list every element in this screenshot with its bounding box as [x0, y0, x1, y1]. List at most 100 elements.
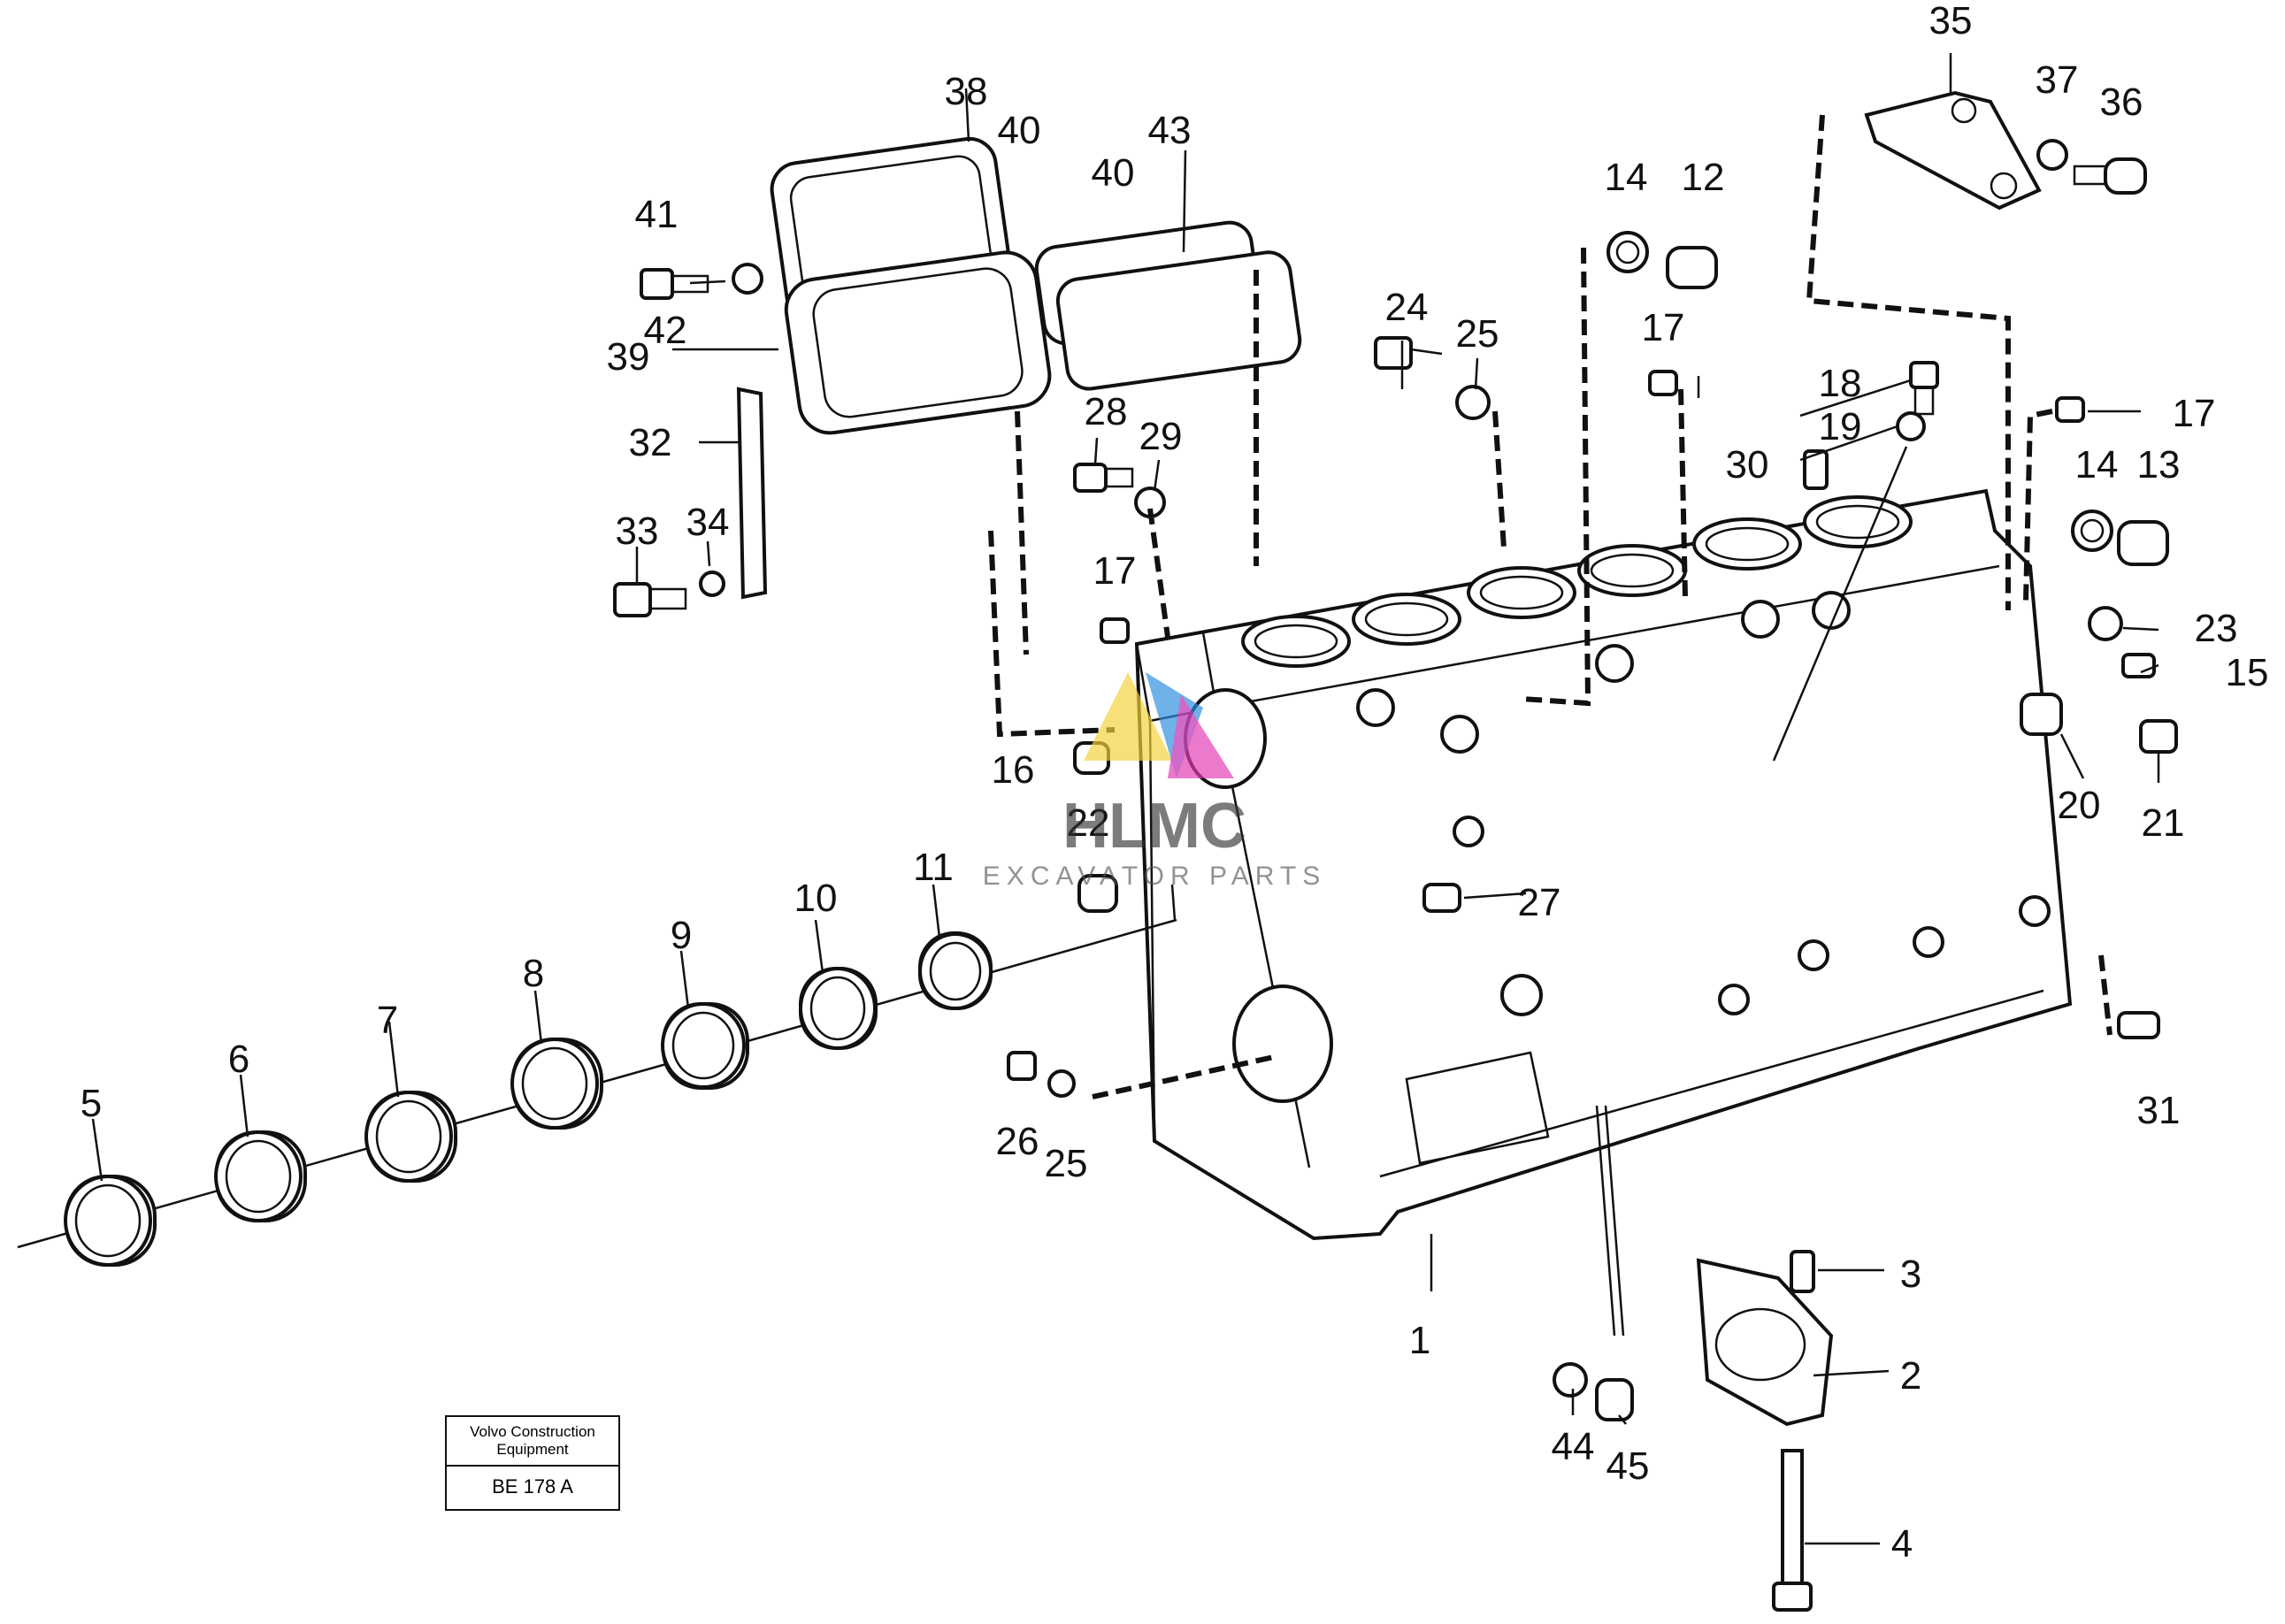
caption-box: Volvo Construction Equipment BE 178 A [445, 1415, 620, 1511]
bolt-18 [1909, 361, 1939, 416]
callout-38: 38 [945, 70, 988, 113]
callout-36: 36 [2100, 80, 2143, 124]
callout-12: 12 [1682, 156, 1725, 199]
callout-27: 27 [1518, 881, 1561, 924]
callout-7: 7 [377, 999, 398, 1042]
callout-25a: 25 [1456, 312, 1499, 356]
watermark: HLMC EXCAVATOR PARTS [983, 672, 1320, 891]
bolt-28 [1073, 463, 1134, 493]
cylinder-block [1134, 488, 2073, 1241]
small-parts [613, 90, 2178, 1612]
bracket-35 [1864, 90, 2042, 211]
bolt-26 [1007, 1051, 1037, 1081]
bearing-6 [214, 1130, 307, 1222]
callout-31: 31 [2137, 1089, 2181, 1132]
callout-30: 30 [1726, 443, 1769, 486]
caption-code: BE 178 A [492, 1475, 573, 1498]
callout-40b: 40 [1092, 151, 1135, 195]
plug-12 [1666, 246, 1718, 289]
pin-3 [1790, 1250, 1815, 1293]
callout-17c: 17 [1093, 549, 1137, 593]
dipstick-tube [1595, 1105, 1625, 1337]
callout-15: 15 [2226, 651, 2269, 694]
bearing-7 [364, 1091, 457, 1183]
pin-30 [1803, 449, 1829, 490]
callout-32: 32 [629, 421, 672, 464]
sensor-24 [1374, 336, 1443, 370]
callout-17a: 17 [1642, 306, 1685, 349]
plug-17c [2055, 396, 2085, 423]
callout-6: 6 [228, 1038, 249, 1081]
callout-20: 20 [2058, 784, 2101, 827]
callout-40a: 40 [998, 109, 1041, 152]
assembly-lines [988, 114, 2112, 1099]
callout-33: 33 [616, 509, 659, 553]
callout-10: 10 [794, 877, 838, 920]
callout-3: 3 [1900, 1252, 1921, 1296]
washer-34 [699, 571, 725, 597]
callout-28: 28 [1085, 390, 1128, 433]
plug-27 [1422, 883, 1461, 913]
callout-14b: 14 [2075, 443, 2119, 486]
callout-19: 19 [1819, 405, 1862, 448]
callout-13: 13 [2137, 443, 2181, 486]
callout-14a: 14 [1605, 156, 1648, 199]
callout-8: 8 [523, 952, 544, 995]
callout-22: 22 [1067, 801, 1110, 845]
watermark-logo [1084, 672, 1234, 778]
callout-44: 44 [1552, 1425, 1595, 1468]
pin-31 [2117, 1011, 2160, 1039]
callout-2: 2 [1900, 1354, 1921, 1398]
washer-37 [2036, 139, 2068, 171]
seal-14 [1606, 231, 1649, 273]
caption-manufacturer: Volvo Construction Equipment [447, 1417, 618, 1467]
washer-44 [1553, 1362, 1588, 1398]
bolt-36 [2073, 157, 2147, 195]
camshaft-bearings [17, 918, 1177, 1267]
callout-29: 29 [1139, 415, 1183, 458]
seal-14b [2071, 509, 2113, 552]
callout-18: 18 [1819, 362, 1862, 405]
bracket-32 [736, 387, 768, 600]
bearing-9 [661, 1002, 749, 1090]
callout-26: 26 [996, 1120, 1039, 1163]
plug-45 [1595, 1378, 1634, 1421]
callout-39: 39 [607, 335, 650, 379]
callout-43: 43 [1148, 109, 1192, 152]
leader-lines [91, 53, 2160, 1545]
callout-4: 4 [1891, 1522, 1913, 1566]
bolt-41 [640, 268, 709, 300]
callout-23: 23 [2195, 607, 2238, 650]
bolt-33 [613, 582, 687, 617]
callout-5: 5 [81, 1082, 102, 1125]
seal-23 [2088, 606, 2123, 641]
plug-20 [2020, 693, 2063, 736]
bolt-4 [1772, 1449, 1813, 1612]
washer-25a [1455, 385, 1491, 420]
valve-21 [2139, 719, 2178, 754]
callout-numbers: 1 2 3 4 5 6 7 8 9 10 11 12 13 14 14 15 1… [81, 0, 2269, 1566]
callout-41: 41 [635, 193, 679, 236]
washer-25b [1047, 1069, 1076, 1098]
washer-42 [732, 263, 763, 295]
main-bearing-cap-2 [1696, 1258, 1834, 1427]
plug-22 [1077, 874, 1118, 913]
callout-11: 11 [913, 846, 954, 889]
side-covers [770, 136, 1302, 435]
plug-13 [2117, 520, 2169, 566]
callout-24: 24 [1385, 286, 1429, 329]
callout-37: 37 [2036, 58, 2079, 102]
callout-21: 21 [2142, 801, 2185, 845]
callout-17b: 17 [2173, 392, 2216, 435]
bearing-5 [64, 1175, 157, 1267]
callout-25b: 25 [1045, 1142, 1088, 1185]
plug-17a [1648, 370, 1678, 396]
bearing-11 [918, 931, 993, 1010]
callout-42: 42 [644, 309, 687, 352]
watermark-brand: HLMC [1062, 791, 1246, 862]
callout-9: 9 [671, 914, 692, 957]
callout-1: 1 [1409, 1319, 1430, 1362]
washer-19 [1896, 411, 1926, 441]
callout-34: 34 [686, 501, 730, 544]
